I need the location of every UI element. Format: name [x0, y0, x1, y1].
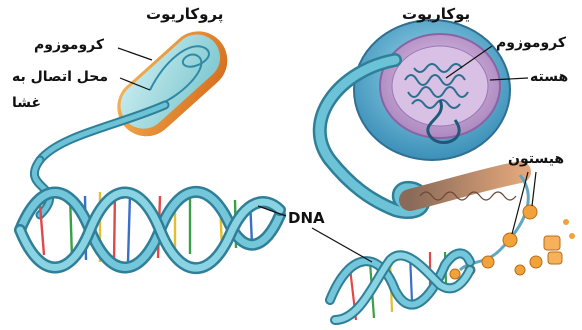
prokaryote-title: پروکاریوت: [146, 6, 223, 23]
nucleus-label: هسته: [530, 70, 568, 85]
pointer-dna-eukaryote: [312, 228, 372, 262]
pointer-histone-1: [532, 172, 536, 206]
membrane-attachment-label-line2: غشا: [12, 96, 41, 111]
membrane-attachment-label-line1: محل اتصال به: [12, 70, 108, 85]
chromatin-fiber: [410, 172, 520, 200]
eukaryote-chromosome-label: کروموزوم: [496, 36, 566, 51]
eukaryote-title: یوکاریوت: [402, 6, 470, 23]
dna-label: DNA: [288, 210, 325, 227]
prokaryote-chromosome-label: کروموزوم: [34, 38, 104, 53]
eukaryote-dna-helix: [330, 252, 470, 320]
prokaryote-dna-helix: [20, 192, 280, 268]
prokaryote-cell: [105, 19, 239, 148]
pointer-prokaryote-chromosome: [118, 48, 152, 60]
eukaryote-cell: [354, 20, 510, 160]
histone-label: هیستون: [508, 152, 564, 167]
